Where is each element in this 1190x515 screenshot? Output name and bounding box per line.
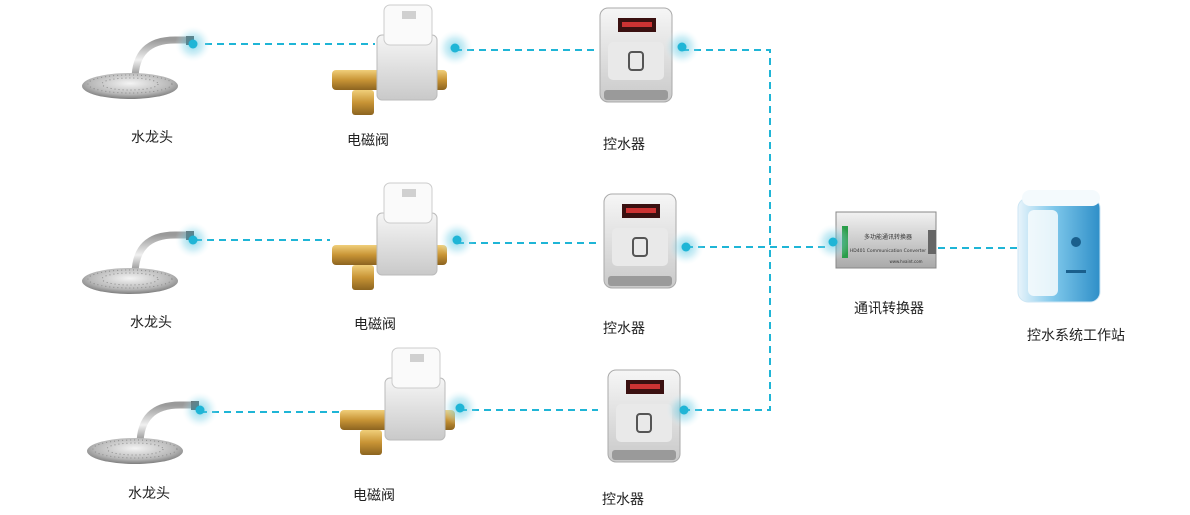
converter-subtitle: HD401 Communication Converter <box>850 248 926 254</box>
solenoid-valve-icon <box>332 182 447 290</box>
card-reader-icon <box>603 193 677 289</box>
converter-box-icon: 多功能通讯转换器 HD401 Communication Converter w… <box>835 211 937 269</box>
controller-label-2: 控水器 <box>603 321 645 337</box>
converter-brand: www.hvaint.com <box>889 259 922 264</box>
signal-node <box>815 224 851 260</box>
card-reader-icon <box>599 7 673 103</box>
faucet-label-3: 水龙头 <box>128 486 170 502</box>
signal-node <box>182 392 218 428</box>
signal-node <box>175 26 211 62</box>
signal-node <box>439 222 475 258</box>
faucet-label-1: 水龙头 <box>131 130 173 146</box>
signal-node <box>664 29 700 65</box>
signal-node <box>668 229 704 265</box>
signal-node <box>666 392 702 428</box>
faucet-label-2: 水龙头 <box>130 315 172 331</box>
valve-label-1: 电磁阀 <box>347 133 389 149</box>
solenoid-valve-icon <box>340 347 455 455</box>
workstation-label: 控水系统工作站 <box>1027 328 1125 344</box>
controller-label-3: 控水器 <box>602 492 644 508</box>
signal-nodes <box>175 26 851 428</box>
valve-label-3: 电磁阀 <box>353 488 395 504</box>
signal-node <box>442 390 478 426</box>
link-controller1-bus <box>682 49 771 411</box>
converter-title: 多功能通讯转换器 <box>864 233 912 241</box>
valve-label-2: 电磁阀 <box>354 317 396 333</box>
solenoid-valve-icon <box>332 4 447 115</box>
controller-label-1: 控水器 <box>603 137 645 153</box>
converter-label: 通讯转换器 <box>854 301 924 317</box>
connection-lines <box>195 43 1020 413</box>
signal-node <box>175 222 211 258</box>
computer-icon <box>1017 190 1101 303</box>
card-reader-icon <box>607 369 681 463</box>
signal-node <box>437 30 473 66</box>
shower-head-icon <box>82 231 194 294</box>
